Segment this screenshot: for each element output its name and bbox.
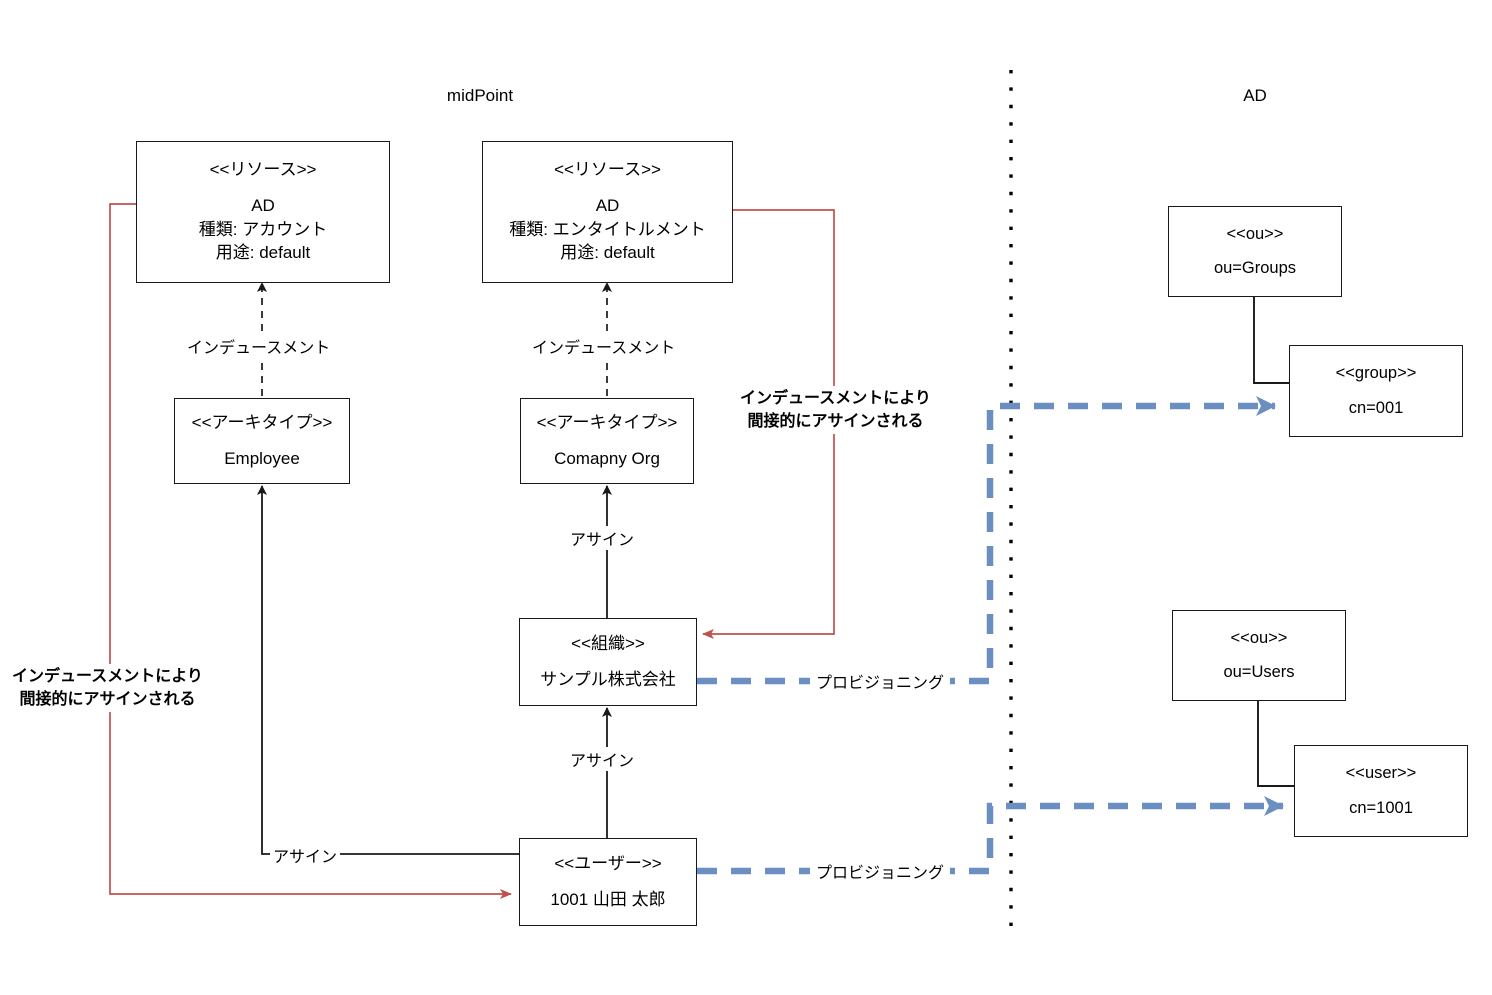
ad-hierarchy-users-to-user: [1257, 701, 1295, 787]
node-attr-intent: 用途: default: [215, 243, 311, 263]
node-org-sample[interactable]: <<組織>> サンプル株式会社: [519, 618, 697, 706]
node-attr-kind: 種類: アカウント: [198, 219, 328, 239]
region-title-ad: AD: [1243, 86, 1267, 105]
edge-label-provisioning-user: プロビジョニング: [810, 859, 951, 883]
node-name: ou=Users: [1223, 663, 1295, 682]
node-ou-users[interactable]: <<ou>> ou=Users: [1172, 610, 1346, 701]
note-line-1: インデュースメントにより: [12, 668, 203, 685]
note-line-2: 間接的にアサインされる: [747, 413, 924, 431]
node-name: cn=001: [1348, 398, 1404, 417]
node-resource-entitlement[interactable]: <<リソース>> AD 種類: エンタイトルメント 用途: default: [482, 141, 733, 283]
node-stereotype: <<アーキタイプ>>: [191, 412, 333, 432]
node-stereotype: <<ユーザー>>: [554, 853, 662, 873]
node-attr-kind: 種類: エンタイトルメント: [509, 219, 706, 239]
node-ou-groups[interactable]: <<ou>> ou=Groups: [1168, 206, 1342, 297]
node-name: cn=1001: [1349, 798, 1413, 817]
edge-label-inducement-left: インデュースメント: [184, 334, 334, 358]
node-stereotype: <<ou>>: [1230, 628, 1288, 647]
inducement-red-path-account-to-user: [109, 203, 512, 899]
node-name: Employee: [224, 448, 300, 468]
node-name: サンプル株式会社: [540, 669, 676, 689]
provisioning-path-user-to-aduser: [697, 796, 1284, 875]
note-inducement-left: インデュースメントにより 間接的にアサインされる: [8, 664, 207, 713]
edge-label-assign-user-to-archetype: アサイン: [270, 843, 341, 867]
node-ad-user[interactable]: <<user>> cn=1001: [1294, 745, 1468, 837]
node-stereotype: <<リソース>>: [554, 159, 661, 179]
node-archetype-employee[interactable]: <<アーキタイプ>> Employee: [174, 398, 350, 484]
edge-label-inducement-right: インデュースメント: [529, 334, 679, 358]
node-name: ou=Groups: [1213, 259, 1297, 278]
node-stereotype: <<アーキタイプ>>: [536, 412, 678, 432]
node-stereotype: <<組織>>: [571, 633, 645, 653]
node-name: AD: [595, 195, 620, 215]
node-resource-account[interactable]: <<リソース>> AD 種類: アカウント 用途: default: [136, 141, 390, 283]
node-stereotype: <<リソース>>: [209, 159, 317, 179]
node-ad-group[interactable]: <<group>> cn=001: [1289, 345, 1463, 437]
node-name: AD: [251, 195, 275, 215]
edge-label-assign-user-to-org: アサイン: [567, 747, 638, 771]
node-archetype-company-org[interactable]: <<アーキタイプ>> Comapny Org: [520, 398, 694, 484]
edge-label-assign-org-to-archetype: アサイン: [567, 526, 638, 550]
ad-hierarchy-groups-to-group: [1253, 297, 1290, 384]
note-line-1: インデュースメントにより: [740, 390, 931, 407]
node-name: Comapny Org: [554, 448, 660, 468]
note-line-2: 間接的にアサインされる: [19, 691, 196, 709]
note-inducement-right: インデュースメントにより 間接的にアサインされる: [736, 386, 935, 435]
edge-label-provisioning-org: プロビジョニング: [810, 669, 951, 693]
assign-arrow-user-to-archetype: [257, 485, 519, 855]
node-stereotype: <<ou>>: [1226, 224, 1284, 243]
node-stereotype: <<user>>: [1345, 764, 1417, 783]
node-user-yamada[interactable]: <<ユーザー>> 1001 山田 太郎: [519, 838, 697, 926]
region-title-midpoint: midPoint: [446, 86, 514, 105]
node-attr-intent: 用途: default: [560, 243, 655, 263]
node-stereotype: <<group>>: [1335, 364, 1417, 383]
node-name: 1001 山田 太郎: [550, 889, 666, 909]
